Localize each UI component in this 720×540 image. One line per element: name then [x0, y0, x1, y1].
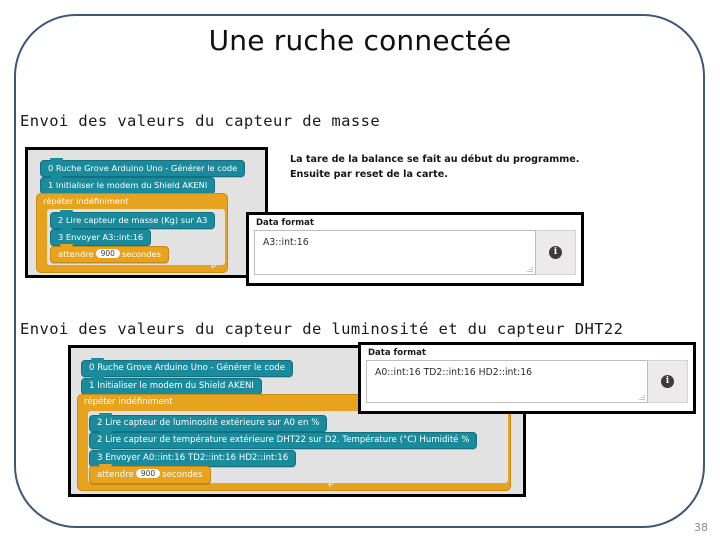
annotation-tare-note: La tare de la balance se fait au début d… — [290, 152, 579, 182]
block-attendre-2-label-before: attendre — [97, 470, 134, 480]
data-format-panel-luminosite: Data format A0::int:16 TD2::int:16 HD2::… — [358, 342, 696, 414]
block-init-modem-2: 1 Initialiser le modem du Shield AKENI — [81, 376, 262, 395]
block-lire-capteur-luminosite: 2 Lire capteur de luminosité extérieure … — [89, 413, 328, 432]
resize-grip-icon-2[interactable] — [638, 394, 645, 401]
block-attendre-label-after: secondes — [121, 249, 161, 259]
annotation-line-2: Ensuite par reset de la carte. — [290, 169, 448, 180]
block-lire-capteur-dht22: 2 Lire capteur de température extérieure… — [89, 430, 478, 449]
data-format-value-2: A0::int:16 TD2::int:16 HD2::int:16 — [375, 367, 533, 378]
block-envoyer-a0-td2-hd2: 3 Envoyer A0::int:16 TD2::int:16 HD2::in… — [89, 448, 297, 467]
block-attendre-2-label-after: secondes — [162, 470, 203, 480]
page-number: 38 — [694, 521, 708, 534]
block-generer-code-2: 0 Ruche Grove Arduino Uno - Générer le c… — [81, 358, 294, 377]
page-title: Une ruche connectée — [208, 24, 512, 57]
data-format-info-area: i — [536, 230, 576, 275]
data-format-value: A3::int:16 — [263, 237, 309, 248]
info-icon[interactable]: i — [549, 246, 562, 259]
data-format-panel-masse: Data format A3::int:16 i — [246, 212, 584, 286]
loop-arrow-icon-2: ⤶ — [328, 478, 335, 490]
resize-grip-icon[interactable] — [526, 266, 533, 273]
data-format-label-2: Data format — [368, 348, 426, 358]
block-generer-code: 0 Ruche Grove Arduino Uno - Générer le c… — [40, 158, 246, 177]
section-heading-luminosite: Envoi des valeurs du capteur de luminosi… — [20, 320, 624, 338]
data-format-input[interactable]: A3::int:16 — [254, 230, 536, 275]
block-init-modem: 1 Initialiser le modem du Shield AKENI — [40, 175, 216, 194]
block-repeat-forever-label: répéter indéfiniment — [43, 196, 129, 206]
data-format-label: Data format — [256, 218, 314, 228]
annotation-line-1: La tare de la balance se fait au début d… — [290, 154, 580, 165]
block-attendre-label-before: attendre — [58, 249, 94, 259]
data-format-info-area-2: i — [648, 360, 688, 403]
loop-arrow-icon: ⤶ — [210, 260, 217, 272]
block-attendre-value: 900 — [95, 249, 120, 258]
data-format-input-2[interactable]: A0::int:16 TD2::int:16 HD2::int:16 — [366, 360, 648, 403]
block-lire-capteur-masse: 2 Lire capteur de masse (Kg) sur A3 — [50, 210, 216, 229]
info-icon-2[interactable]: i — [661, 375, 674, 388]
section-heading-masse: Envoi des valeurs du capteur de masse — [20, 112, 381, 130]
blockly-program-image-masse: 0 Ruche Grove Arduino Uno - Générer le c… — [25, 147, 268, 278]
blockly-program-image-luminosite: 0 Ruche Grove Arduino Uno - Générer le c… — [68, 345, 526, 497]
block-repeat-forever-2-label: répéter indéfiniment — [84, 397, 173, 407]
block-envoyer-a3: 3 Envoyer A3::int:16 — [50, 227, 152, 246]
block-attendre-2-value: 900 — [135, 469, 161, 478]
